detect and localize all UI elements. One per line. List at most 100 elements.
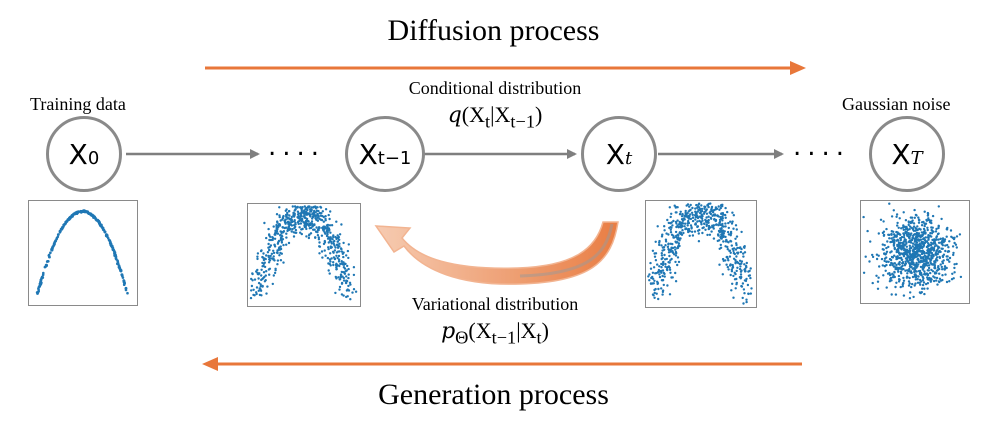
scatter-point (687, 229, 690, 232)
scatter-point (337, 276, 340, 279)
variational-formula: pΘ(Xt−1|Xt) (340, 318, 650, 348)
scatter-point (264, 279, 267, 282)
node-x0-base: X (68, 137, 88, 171)
scatter-point (337, 258, 341, 261)
scatter-point (926, 264, 929, 267)
variational-distribution-label: Variational distribution (411, 294, 579, 314)
scatter-point (929, 231, 932, 235)
scatter-point (907, 249, 910, 253)
scatter-point (101, 228, 105, 231)
scatter-point (918, 254, 921, 257)
scatter-point (952, 253, 955, 257)
scatter-point (309, 232, 313, 235)
scatter-point (667, 221, 670, 225)
scatter-point (658, 273, 661, 276)
scatter-point (347, 267, 350, 271)
scatter-point (923, 272, 927, 275)
scatter-point (294, 228, 298, 232)
scatter-point (897, 226, 900, 229)
scatter-point (928, 234, 932, 237)
scatter-point (922, 281, 926, 284)
scatter-point (920, 280, 923, 283)
scatter-point (696, 205, 699, 208)
scatter-point (935, 279, 938, 282)
scatter-point (683, 225, 686, 228)
scatter-point (927, 242, 930, 245)
scatter-point (931, 270, 935, 273)
scatter-point (664, 244, 667, 247)
scatter-point (664, 262, 667, 266)
scatter-point (274, 230, 277, 234)
scatter-point (920, 224, 924, 227)
scatter-point (312, 205, 316, 209)
scatter-point (933, 271, 937, 274)
scatter-point (267, 233, 271, 236)
scatter-point (666, 218, 669, 222)
scatter-point (922, 244, 926, 247)
scatter-point (279, 219, 282, 222)
scatter-point (896, 248, 899, 251)
scatter-point (285, 243, 288, 246)
scatter-point (919, 256, 923, 259)
scatter-point (942, 259, 945, 262)
scatter-point (929, 247, 933, 250)
scatter-point (883, 252, 886, 255)
scatter-point (716, 214, 719, 217)
scatter-point (719, 243, 722, 247)
p-close: ) (541, 318, 549, 343)
scatter-point (888, 280, 892, 283)
scatter-point (890, 215, 894, 218)
scatter-point (908, 276, 911, 280)
scatter-point (287, 210, 291, 213)
scatter-point (667, 242, 670, 245)
scatter-point (662, 283, 665, 287)
scatter-point (340, 282, 344, 285)
scatter-point (926, 269, 929, 272)
scatter-point (685, 227, 688, 230)
scatter-point (710, 205, 714, 209)
scatter-point (273, 237, 277, 240)
scatter-point (881, 248, 884, 251)
scatter-point (748, 269, 751, 273)
scatter-point (335, 254, 338, 257)
scatter-point (305, 235, 308, 238)
scatter-point (318, 252, 321, 255)
scatter-point (304, 225, 307, 229)
scatter-point (875, 253, 879, 256)
scatter-point (339, 262, 342, 266)
scatter-point (729, 263, 732, 266)
scatter-point (887, 245, 890, 249)
scatter-point (896, 257, 900, 260)
scatter-point (909, 241, 913, 244)
scatter-point (902, 236, 906, 239)
scatter-point (265, 292, 268, 295)
scatter-point (914, 245, 918, 249)
scatter-point (334, 291, 337, 295)
scatter-point (252, 288, 255, 291)
scatter-point (911, 252, 915, 255)
scatter-point (342, 241, 345, 245)
scatter-point (684, 209, 687, 213)
scatter-point (727, 226, 730, 230)
scatter-gaussian-noise (860, 200, 970, 304)
scatter-point (705, 216, 708, 219)
scatter-point (915, 270, 918, 273)
scatter-point (43, 265, 47, 269)
scatter-point (885, 227, 888, 231)
scatter-point (667, 233, 670, 236)
scatter-point (741, 296, 744, 300)
scatter-point (655, 292, 658, 295)
scatter-point (914, 255, 917, 259)
scatter-point (899, 252, 902, 255)
scatter-point (711, 225, 714, 229)
scatter-point (670, 257, 673, 261)
scatter-point (917, 263, 920, 266)
scatter-point (329, 231, 332, 234)
scatter-point (663, 253, 666, 257)
scatter-point (667, 265, 671, 268)
scatter-point (56, 235, 60, 239)
scatter-point (932, 230, 935, 233)
scatter-point (47, 260, 50, 263)
scatter-point (922, 230, 926, 234)
